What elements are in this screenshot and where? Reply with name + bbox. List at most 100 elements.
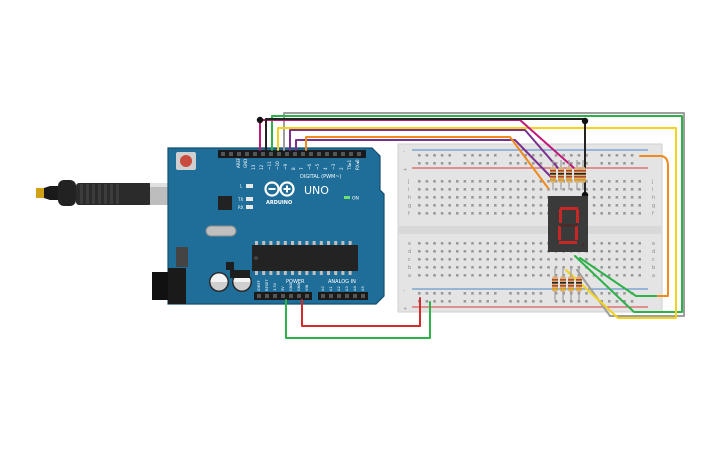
power-pin-label: 3.3V	[273, 282, 277, 291]
segment	[575, 226, 578, 240]
row-letter: i	[652, 187, 653, 193]
rail-plus-label-bottom: +	[403, 306, 407, 312]
rail-minus-label: -	[403, 149, 405, 155]
wire-red	[301, 297, 421, 327]
row-letter: e	[408, 241, 411, 247]
power-label: POWER	[286, 279, 305, 285]
digital-pin-label: 4	[323, 167, 328, 170]
power-pin-label: IOREF	[257, 280, 261, 291]
resistor	[566, 160, 572, 190]
rail-minus-label-bottom: -	[403, 288, 405, 294]
row-letter: f	[652, 211, 654, 217]
segment	[560, 207, 578, 210]
row-letter: h	[408, 195, 411, 201]
wire-purple-1	[289, 129, 559, 169]
seven-segment-display: 0	[548, 196, 588, 252]
row-letter: e	[652, 241, 655, 247]
row-letter: c	[652, 257, 655, 263]
digital-pin-label: 8	[291, 167, 296, 170]
digital-pin-label: ~3	[331, 163, 336, 170]
digital-pin-label: TX▸1	[347, 159, 352, 171]
digital-pin-label: ~6	[307, 163, 312, 170]
segment	[559, 209, 562, 223]
analog-pin-label: A4	[353, 286, 357, 291]
analog-pin-label: A0	[321, 286, 325, 291]
wires	[259, 112, 685, 339]
row-letter: b	[652, 265, 655, 271]
digital-pin-label: ~5	[315, 163, 320, 170]
row-letter: j	[407, 179, 409, 185]
resistor	[568, 268, 574, 300]
resistors	[550, 160, 586, 300]
row-letter: b	[408, 265, 411, 271]
resistor	[574, 160, 580, 190]
digital-pin-label: RX◂0	[355, 159, 360, 170]
segment-g	[560, 224, 577, 227]
l-label: L	[240, 184, 243, 189]
row-letter: f	[408, 211, 410, 217]
resistor	[550, 160, 556, 190]
arduino-brand: ARDUINO	[266, 200, 292, 206]
row-letter: g	[408, 203, 411, 209]
analog-pin-label: A5	[361, 286, 365, 291]
wire-orange-rail	[639, 155, 669, 297]
wire-orange	[305, 136, 549, 189]
analog-pin-label: A3	[345, 286, 349, 291]
digital-label: DIGITAL (PWM~)	[300, 174, 342, 180]
analog-label: ANALOG IN	[328, 279, 356, 285]
wire-yellow	[277, 127, 677, 319]
uno-label: UNO	[304, 184, 329, 197]
analog-header	[318, 292, 368, 300]
row-letter: a	[408, 273, 411, 279]
digital-pin-label: 2	[339, 167, 344, 170]
resistor	[560, 268, 566, 300]
digital-pin-label: 12	[259, 164, 264, 170]
on-label: ON	[352, 196, 359, 202]
rail-plus-label: +	[403, 167, 407, 173]
digital-header	[218, 150, 366, 158]
row-letter: c	[408, 257, 411, 263]
resistor	[580, 160, 586, 190]
decimal-point	[581, 243, 585, 247]
wire-purple-2	[295, 139, 552, 178]
usb-cable	[36, 180, 174, 206]
resistor	[552, 268, 558, 300]
power-pin-label: RESET	[265, 279, 269, 291]
gnd-label: GND	[243, 159, 248, 168]
wire-green-lower	[579, 257, 657, 297]
digital-pin-label: ~9	[283, 163, 288, 170]
row-letter: a	[652, 273, 655, 279]
resistor	[576, 268, 582, 300]
row-letter: d	[408, 249, 411, 255]
row-letter: j	[651, 179, 653, 185]
power-pin-label: GND	[297, 283, 301, 291]
digital-pin-label: ~10	[275, 161, 280, 170]
resistor	[558, 160, 564, 190]
segment	[576, 209, 579, 223]
wire-black	[265, 118, 586, 196]
segment	[558, 226, 561, 240]
wire-green-gnd	[285, 299, 431, 339]
power-pin-label: GND	[289, 283, 293, 291]
tx-label: TX	[237, 197, 243, 202]
digital-pin-label: 13	[251, 164, 256, 170]
arduino-logo: ARDUINO	[264, 181, 295, 206]
power-pin-label: VIN	[305, 284, 309, 291]
digital-pin-label: ~11	[267, 161, 272, 170]
rx-label: RX	[238, 205, 244, 210]
microcontroller-chip	[252, 245, 358, 271]
row-letter: i	[408, 187, 409, 193]
row-letter: h	[652, 195, 655, 201]
analog-pin-label: A1	[329, 286, 333, 291]
row-letter: d	[652, 249, 655, 255]
analog-pin-label: A2	[337, 286, 341, 291]
wire-green	[271, 115, 683, 313]
segment	[559, 241, 577, 244]
row-letter: g	[652, 203, 655, 209]
digital-pin-label: 7	[299, 167, 304, 170]
aref-label: AREF	[236, 157, 241, 168]
